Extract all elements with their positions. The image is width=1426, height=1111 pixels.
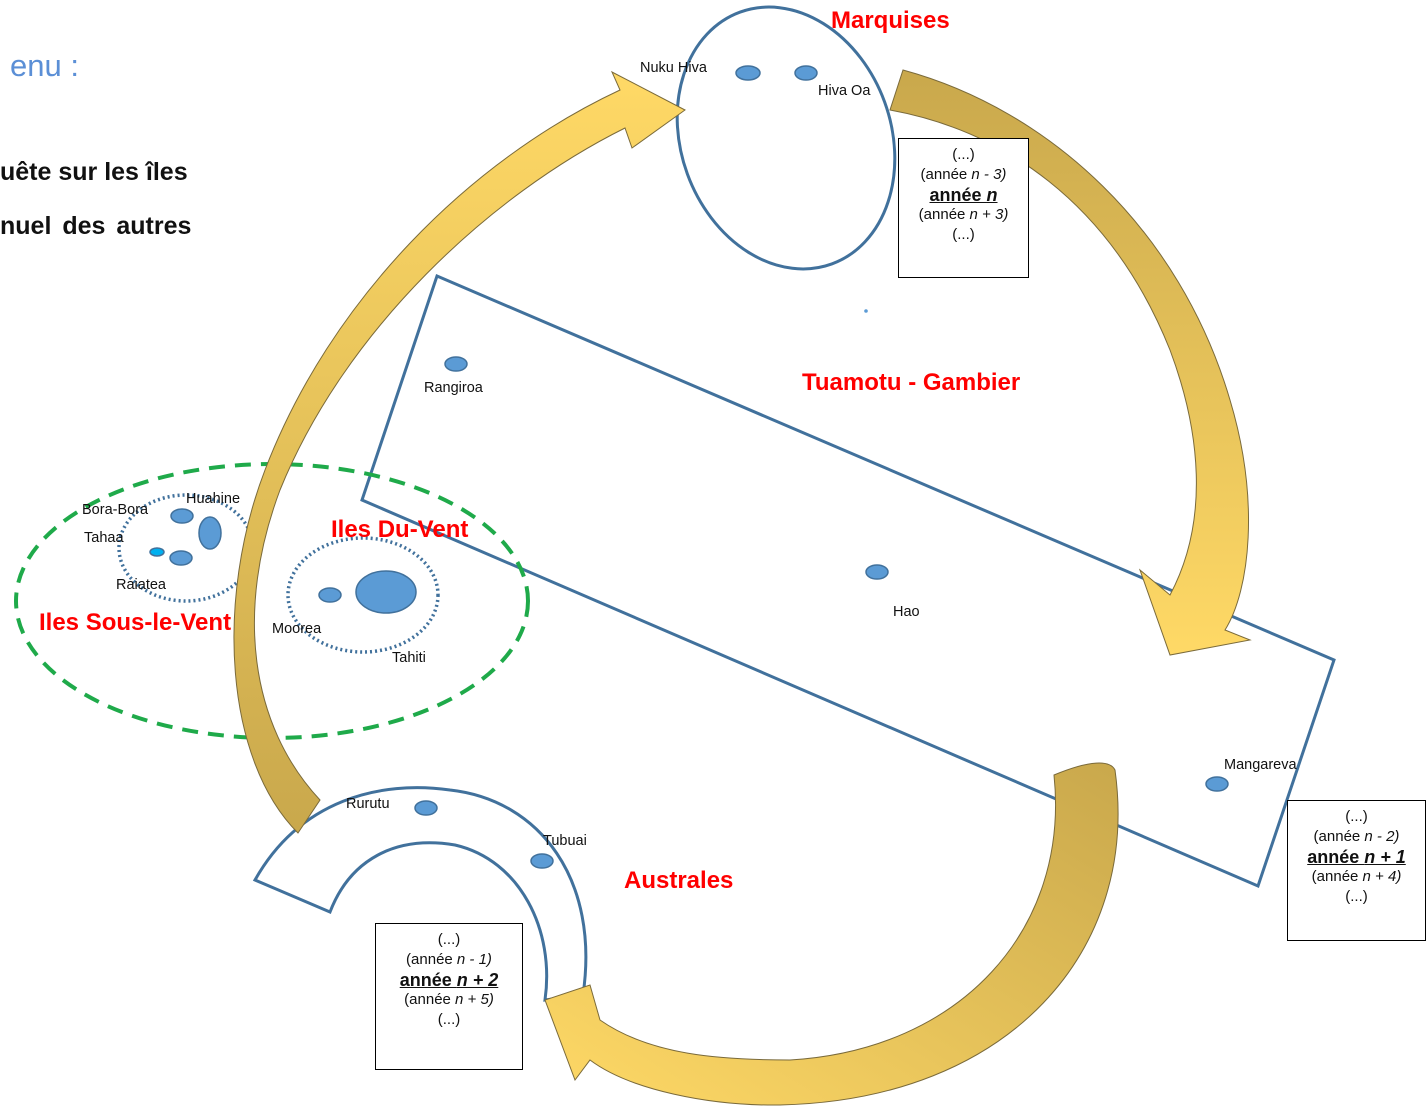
label-moorea: Moorea bbox=[272, 621, 322, 637]
island-moorea bbox=[318, 587, 342, 603]
island-tahiti bbox=[355, 570, 417, 614]
island-tubuai bbox=[530, 853, 554, 869]
box-line-4: (année n + 3) bbox=[918, 206, 1009, 223]
label-nuku-hiva: Nuku Hiva bbox=[640, 60, 708, 76]
region-label-marquises: Marquises bbox=[831, 7, 950, 34]
region-label-du-vent: Iles Du-Vent bbox=[331, 516, 468, 543]
arrow-tuamotu-to-australes bbox=[544, 762, 1119, 1106]
label-tubuai: Tubuai bbox=[543, 833, 587, 849]
year-box-australes: (...) (année n - 1) année n + 2 (année n… bbox=[375, 923, 523, 1070]
box-line-1: (...) bbox=[952, 146, 975, 163]
label-rurutu: Rurutu bbox=[346, 796, 390, 812]
island-bora-bora bbox=[170, 508, 194, 524]
header-line-2: uête sur les îles bbox=[0, 158, 188, 186]
island-huahine bbox=[198, 516, 222, 550]
box-line-5: (...) bbox=[952, 226, 975, 243]
box-line-current-year: année n + 1 bbox=[1307, 847, 1406, 867]
label-huahine: Huahine bbox=[186, 491, 240, 507]
du-vent-dotted-circle bbox=[286, 536, 440, 654]
island-rurutu bbox=[414, 800, 438, 816]
label-hiva-oa: Hiva Oa bbox=[818, 83, 871, 99]
box-line-1: (...) bbox=[1345, 808, 1368, 825]
region-label-tuamotu: Tuamotu - Gambier bbox=[802, 369, 1020, 396]
year-box-tuamotu: (...) (année n - 2) année n + 1 (année n… bbox=[1287, 800, 1426, 941]
box-line-5: (...) bbox=[437, 1011, 461, 1028]
island-rangiroa bbox=[444, 356, 468, 372]
box-line-4: (année n + 5) bbox=[404, 991, 494, 1008]
arrow-marquises-to-tuamotu bbox=[889, 69, 1252, 656]
island-tahaa bbox=[149, 547, 165, 557]
island-hao bbox=[865, 564, 889, 580]
box-line-5: (...) bbox=[1345, 888, 1368, 905]
label-tahaa: Tahaa bbox=[84, 530, 124, 546]
box-line-2: (année n - 2) bbox=[1313, 828, 1400, 845]
dot-marker bbox=[864, 309, 868, 313]
island-nuku-hiva bbox=[735, 65, 761, 81]
box-line-1: (...) bbox=[437, 931, 461, 948]
island-mangareva bbox=[1205, 776, 1229, 792]
region-label-sous-le-vent: Iles Sous-le-Vent bbox=[39, 609, 231, 636]
box-line-current-year: année n bbox=[929, 185, 998, 205]
label-bora-bora: Bora-Bora bbox=[82, 502, 149, 518]
australes-region-shape bbox=[252, 786, 588, 1002]
header-line-1: enu : bbox=[10, 48, 79, 83]
year-box-marquises: (...) (année n - 3) année n (année n + 3… bbox=[898, 138, 1029, 278]
header-line-3: nuel des autres bbox=[0, 212, 192, 240]
label-tahiti: Tahiti bbox=[392, 650, 426, 666]
region-label-australes: Australes bbox=[624, 867, 733, 894]
box-line-2: (année n - 1) bbox=[406, 951, 492, 968]
label-hao: Hao bbox=[893, 604, 920, 620]
island-raiatea bbox=[169, 550, 193, 566]
box-line-current-year: année n + 2 bbox=[399, 970, 499, 990]
box-line-4: (année n + 4) bbox=[1311, 868, 1402, 885]
label-mangareva: Mangareva bbox=[1224, 757, 1297, 773]
tuamotu-region-shape bbox=[360, 273, 1336, 889]
marquises-region-shape bbox=[675, 5, 897, 271]
box-line-2: (année n - 3) bbox=[920, 166, 1007, 183]
arrow-australes-to-marquises bbox=[233, 70, 686, 834]
label-raiatea: Raiatea bbox=[116, 577, 167, 593]
island-hiva-oa bbox=[794, 65, 818, 81]
label-rangiroa: Rangiroa bbox=[424, 380, 484, 396]
